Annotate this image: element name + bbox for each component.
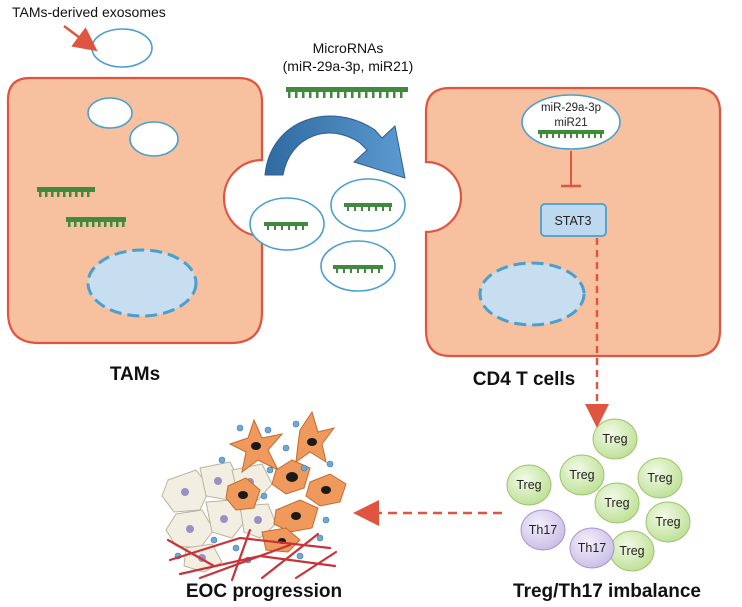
tam-nucleus <box>86 248 198 318</box>
svg-text:Treg: Treg <box>602 432 627 446</box>
imbalance-label: Treg/Th17 imbalance <box>513 581 701 602</box>
cd4-nucleus <box>478 261 586 327</box>
target-mir1-label: miR-29a-3p <box>541 102 601 114</box>
svg-text:Treg: Treg <box>604 496 629 510</box>
th17-cell: Th17 <box>569 527 615 569</box>
exosome-vesicle <box>87 97 133 129</box>
exosome-pointer-arrow <box>63 25 98 52</box>
tams-label: TAMs <box>110 364 160 385</box>
microrna-names: (miR-29a-3p, miR21) <box>283 58 414 74</box>
treg-cell: Treg <box>559 454 605 496</box>
svg-text:Treg: Treg <box>647 471 672 485</box>
treg-cell: Treg <box>637 457 683 499</box>
exosome-source-label: TAMs-derived exosomes <box>12 4 166 20</box>
mirna-strand <box>66 217 126 227</box>
stat3-label: STAT3 <box>554 214 591 228</box>
exosome-vesicle <box>91 28 153 68</box>
svg-text:Th17: Th17 <box>529 523 558 537</box>
transfer-arrow <box>264 115 406 179</box>
microrna-title: MicroRNAs <box>313 40 384 56</box>
cd4-label: CD4 T cells <box>473 369 575 390</box>
th17-cell: Th17 <box>520 509 566 551</box>
treg-cell: Treg <box>506 464 552 506</box>
svg-text:Treg: Treg <box>569 468 594 482</box>
svg-text:Treg: Treg <box>655 515 680 529</box>
mirna-strand <box>286 87 408 98</box>
treg-cell: Treg <box>594 482 640 524</box>
mirna-strand <box>264 222 308 230</box>
mirna-strand <box>344 203 392 211</box>
exosome-vesicle <box>129 121 179 157</box>
eoc-label: EOC progression <box>186 581 342 602</box>
svg-text:Treg: Treg <box>619 544 644 558</box>
tumor-illustration <box>161 410 347 582</box>
stat3-box <box>540 203 607 237</box>
svg-text:Treg: Treg <box>516 478 541 492</box>
treg-cell: Treg <box>592 418 638 460</box>
treg-cell: Treg <box>609 530 655 572</box>
mirna-strand <box>37 187 95 197</box>
mirna-strand <box>538 130 604 138</box>
treg-cell: Treg <box>645 501 691 543</box>
mirna-strand <box>333 265 383 273</box>
svg-text:Th17: Th17 <box>578 541 607 555</box>
target-mir2-label: miR21 <box>554 117 587 129</box>
